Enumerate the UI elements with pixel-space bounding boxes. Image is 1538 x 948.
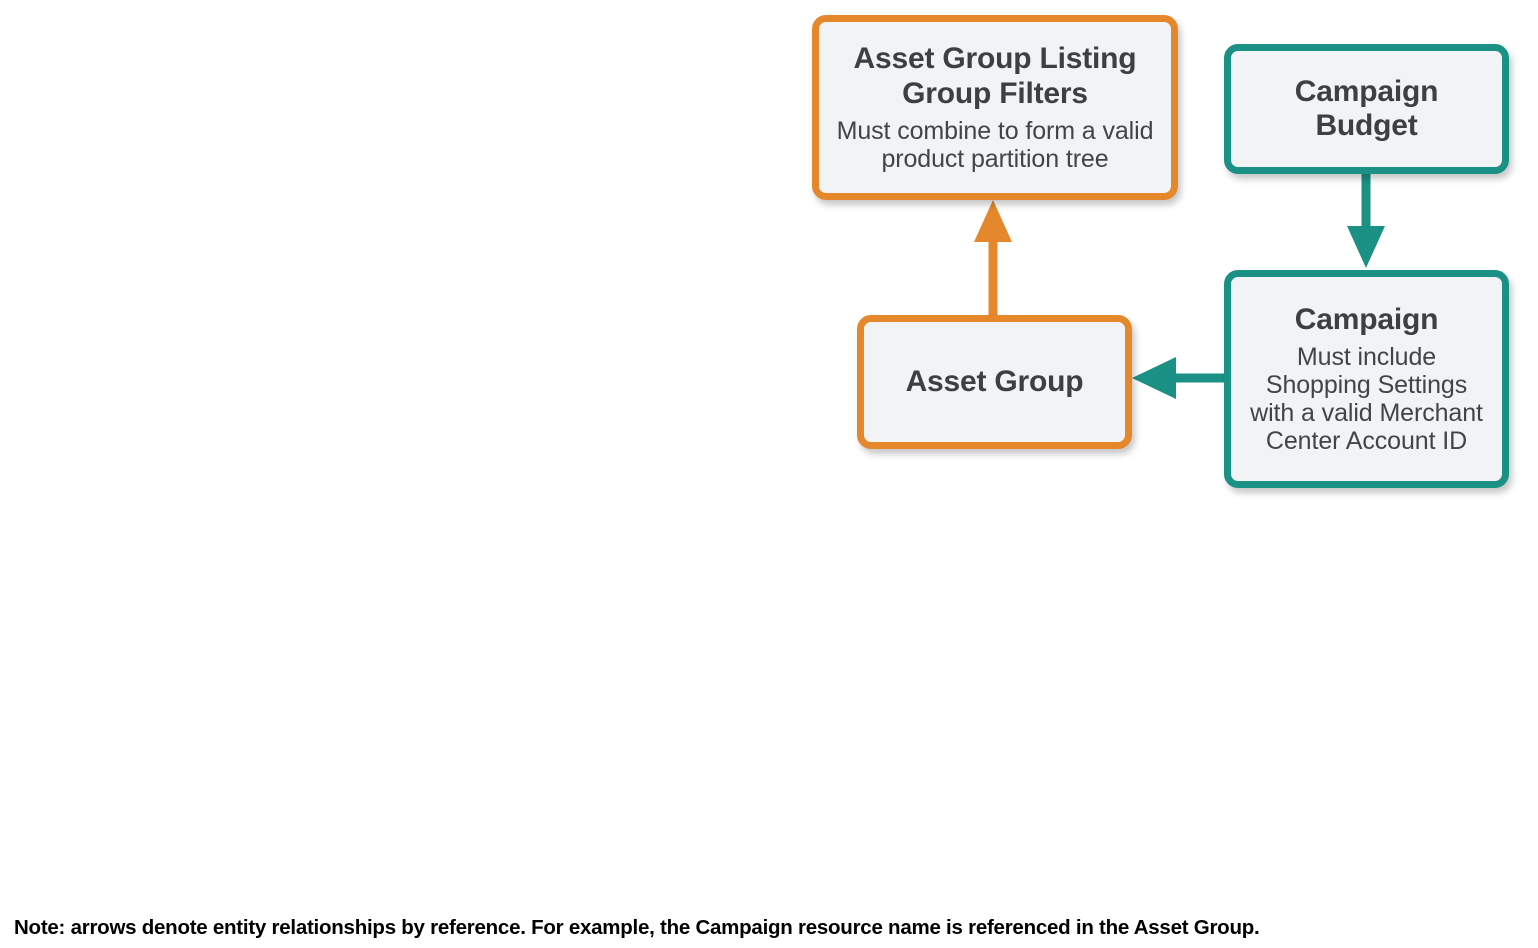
edge-campaign-to-asset-group bbox=[1132, 357, 1224, 399]
node-description-asset-group-listing-group-filters: Must combine to form a valid product par… bbox=[836, 117, 1154, 173]
edge-asset-group-to-listing-filters bbox=[974, 200, 1012, 315]
edge-campaign-budget-to-campaign bbox=[1347, 174, 1385, 268]
node-asset-group-listing-group-filters[interactable]: Asset Group Listing Group Filters Must c… bbox=[812, 15, 1178, 200]
arrowhead-down-campaign bbox=[1347, 226, 1385, 268]
node-title-asset-group: Asset Group bbox=[905, 364, 1084, 398]
arrowhead-left-asset-group bbox=[1132, 357, 1176, 399]
diagram-footnote: Note: arrows denote entity relationships… bbox=[14, 916, 1260, 939]
node-asset-group[interactable]: Asset Group bbox=[857, 315, 1132, 449]
node-title-asset-group-listing-group-filters: Asset Group Listing Group Filters bbox=[853, 42, 1137, 110]
node-title-campaign-budget: Campaign Budget bbox=[1294, 74, 1439, 143]
node-description-campaign: Must include Shopping Settings with a va… bbox=[1250, 343, 1483, 456]
node-campaign[interactable]: Campaign Must include Shopping Settings … bbox=[1224, 270, 1509, 488]
arrowhead-up-listing-filters bbox=[974, 200, 1012, 242]
node-title-campaign: Campaign bbox=[1294, 302, 1439, 336]
node-campaign-budget[interactable]: Campaign Budget bbox=[1224, 44, 1509, 174]
